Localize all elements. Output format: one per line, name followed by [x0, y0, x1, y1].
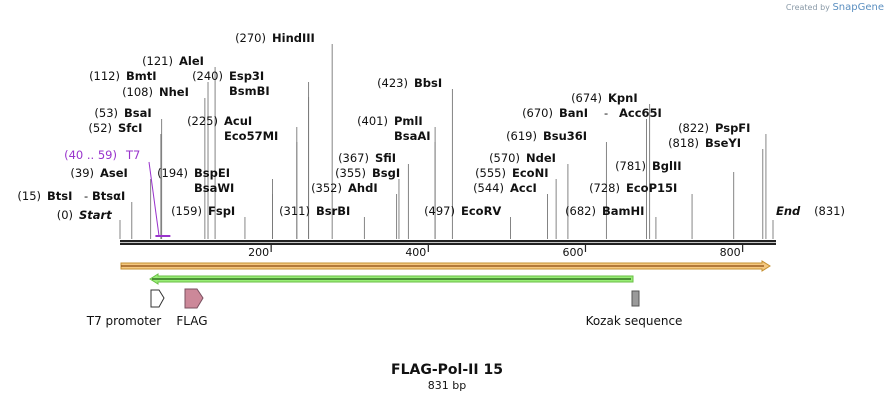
enzyme-bani: BanI — [559, 106, 588, 120]
enzyme-pos-fspi: (159) — [171, 204, 202, 218]
enzyme-pos-hindiii: (270) — [235, 31, 266, 45]
enzyme-kpni: KpnI — [608, 91, 638, 105]
enzyme-eco57mi: Eco57MI — [224, 129, 278, 143]
enzyme-pos-end: (831) — [814, 204, 845, 218]
enzyme-pos-kpni: (674) — [571, 91, 602, 105]
enzyme-ecorv: EcoRV — [461, 204, 501, 218]
enzyme-nhei: NheI — [159, 85, 189, 99]
enzyme-pos-pmli: (401) — [357, 114, 388, 128]
primer-t7-label: T7 — [125, 148, 140, 162]
enzyme-bamhi: BamHI — [602, 204, 644, 218]
enzyme-bsu36i: Bsu36I — [543, 129, 587, 143]
ruler-label-600: 600 — [562, 246, 583, 259]
enzyme-ndei: NdeI — [526, 151, 556, 165]
enzyme-bspei: BspEI — [194, 166, 230, 180]
primer-connector — [148, 161, 160, 236]
enzyme-pos-sfci: (52) — [88, 121, 112, 135]
sequence-length: 831 bp — [427, 379, 467, 392]
enzyme-acci: AccI — [510, 181, 537, 195]
enzyme-bseyi: BseYI — [705, 136, 741, 150]
enzyme-pos-bsgi: (355) — [335, 166, 366, 180]
enzyme-esp3i: Esp3I — [229, 69, 264, 83]
enzyme-hindiii: HindIII — [272, 31, 315, 45]
feature-label-flag: FLAG — [176, 314, 207, 328]
enzyme-pos-asei: (39) — [70, 166, 94, 180]
enzyme-pos-start: (0) — [57, 208, 73, 222]
enzyme-acui: AcuI — [224, 114, 252, 128]
enzyme-pos-alei: (121) — [142, 54, 173, 68]
ruler-label-800: 800 — [720, 246, 741, 259]
enzyme-ecop15i: EcoP15I — [626, 181, 677, 195]
enzyme-alei: AleI — [179, 54, 204, 68]
enzyme-dash: - — [604, 106, 608, 120]
enzyme-pos-acui: (225) — [187, 114, 218, 128]
enzyme-econi: EcoNI — [512, 166, 548, 180]
enzyme-bmti: BmtI — [126, 69, 157, 83]
feature-label-kozak: Kozak sequence — [586, 314, 683, 328]
enzyme-end: End — [776, 204, 801, 218]
enzyme-bsaai: BsaAI — [394, 129, 431, 143]
enzyme-pos-bani: (670) — [522, 106, 553, 120]
enzyme-pos-nhei: (108) — [122, 85, 153, 99]
enzyme-pos-ecop15i: (728) — [589, 181, 620, 195]
enzyme-fspi: FspI — [208, 204, 235, 218]
enzyme-bsai: BsaI — [124, 106, 152, 120]
enzyme-pos-bamhi: (682) — [565, 204, 596, 218]
enzyme-bsgi: BsgI — [372, 166, 400, 180]
enzyme-pos-bmti: (112) — [89, 69, 120, 83]
enzyme-pos-bsrbi: (311) — [279, 204, 310, 218]
enzyme-bbsi: BbsI — [414, 76, 442, 90]
enzyme-start: Start — [79, 208, 112, 222]
enzyme-acc65i: Acc65I — [619, 106, 662, 120]
enzyme-bsmbi: BsmBI — [229, 84, 270, 98]
enzyme-pos-bspei: (194) — [157, 166, 188, 180]
enzyme-btsi: BtsI — [47, 189, 72, 203]
sequence-name: FLAG-Pol-II 15 — [391, 362, 503, 378]
enzyme-bsawi: BsaWI — [194, 181, 234, 195]
enzyme-pos-btsi: (15) — [17, 189, 41, 203]
enzyme-pos-ahdi: (352) — [311, 181, 342, 195]
snapgene-credit: Created by SnapGene — [786, 2, 884, 13]
t7-promoter-feature — [150, 289, 165, 308]
enzyme-pmli: PmlI — [394, 114, 423, 128]
enzyme-pspfi: PspFI — [715, 121, 750, 135]
ruler-label-200: 200 — [248, 246, 269, 259]
enzyme-pos-ecorv: (497) — [424, 204, 455, 218]
enzyme-sfci: SfcI — [118, 121, 142, 135]
enzyme-pos-econi: (555) — [475, 166, 506, 180]
enzyme-pos-bsu36i: (619) — [506, 129, 537, 143]
credit-prefix: Created by — [785, 3, 830, 12]
flag-feature — [184, 288, 204, 309]
enzyme-ahdi: AhdI — [348, 181, 378, 195]
enzyme-pos-pspfi: (822) — [678, 121, 709, 135]
enzyme-bsrbi: BsrBI — [316, 204, 350, 218]
kozak-feature — [631, 290, 640, 307]
enzyme-bglii: BglII — [652, 159, 682, 173]
primer-position: (40 .. 59) — [64, 148, 117, 162]
feature-label-t7-promoter: T7 promoter — [86, 314, 162, 328]
ruler-label-400: 400 — [405, 246, 426, 259]
enzyme-pos-esp3i: (240) — [192, 69, 223, 83]
enzyme-pos-bglii: (781) — [615, 159, 646, 173]
enzyme-dash: - — [84, 189, 88, 203]
enzyme-sfii: SfiI — [375, 151, 396, 165]
enzyme-pos-sfii: (367) — [338, 151, 369, 165]
enzyme-pos-bsai: (53) — [94, 106, 118, 120]
enzyme-pos-acci: (544) — [473, 181, 504, 195]
enzyme-pos-bseyi: (818) — [668, 136, 699, 150]
snapgene-brand: SnapGene — [832, 2, 884, 13]
enzyme-pos-ndei: (570) — [489, 151, 520, 165]
enzyme-bts-i: BtsαI — [92, 189, 125, 203]
enzyme-pos-bbsi: (423) — [377, 76, 408, 90]
enzyme-asei: AseI — [100, 166, 128, 180]
